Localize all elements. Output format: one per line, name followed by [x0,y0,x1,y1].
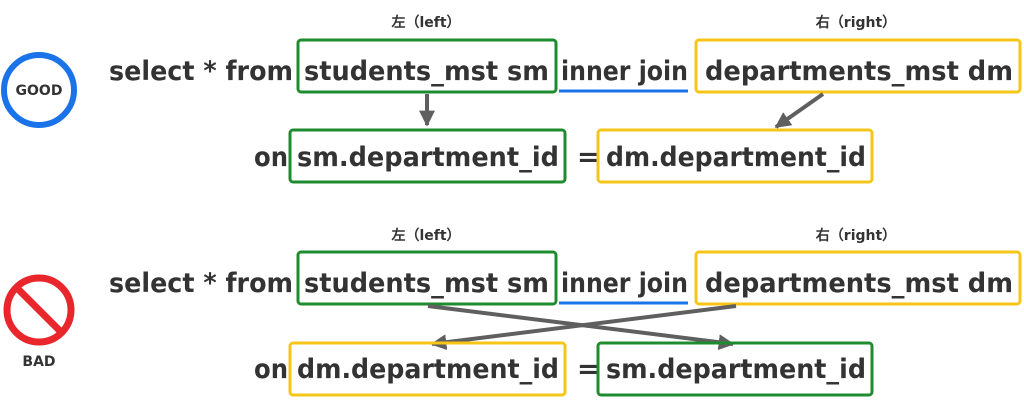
bad-on-right-box [596,341,874,397]
bad-badge-label: BAD [22,354,55,370]
good-badge: GOOD [1,52,77,128]
good-join-keyword: inner join [561,56,688,87]
bad-right-table-box [694,250,1022,306]
good-right-label: 右（right） [815,14,896,31]
good-example: GOOD 左（left） 右（right） select * from stud… [1,14,1022,184]
prohibited-icon [3,274,75,346]
good-on-right: dm.department_id [606,142,866,173]
good-on-keyword: on [254,142,288,173]
good-left-table: students_mst sm [304,56,549,87]
bad-on-right: sm.department_id [606,354,866,385]
bad-right-table: departments_mst dm [705,268,1013,299]
good-right-table-box [694,38,1022,94]
good-right-table: departments_mst dm [705,56,1013,87]
bad-equals: = [577,354,600,385]
bad-on-left-box [288,341,567,397]
good-left-table-box [296,38,558,94]
good-on-left: sm.department_id [297,142,559,173]
bad-left-table: students_mst sm [304,268,549,299]
bad-on-keyword: on [254,354,288,385]
good-arrow-right [774,92,825,129]
circle-icon [1,52,77,128]
bad-select-prefix: select * from [109,268,293,299]
good-select-prefix: select * from [109,56,293,87]
prohibited-icon-slash [14,285,64,335]
bad-join-keyword: inner join [561,268,688,299]
bad-left-label: 左（left） [390,227,460,244]
bad-on-left: dm.department_id [297,354,559,385]
good-badge-label: GOOD [16,83,63,99]
good-on-right-box [596,128,874,184]
bad-arrow-right-to-left [430,304,737,351]
bad-badge: BAD [3,274,75,370]
good-left-label: 左（left） [390,14,460,31]
good-equals: = [577,142,600,173]
bad-right-label: 右（right） [815,227,896,244]
good-on-left-box [288,128,567,184]
bad-example: BAD 左（left） 右（right） select * from stude… [3,227,1022,397]
bad-left-table-box [296,250,558,306]
